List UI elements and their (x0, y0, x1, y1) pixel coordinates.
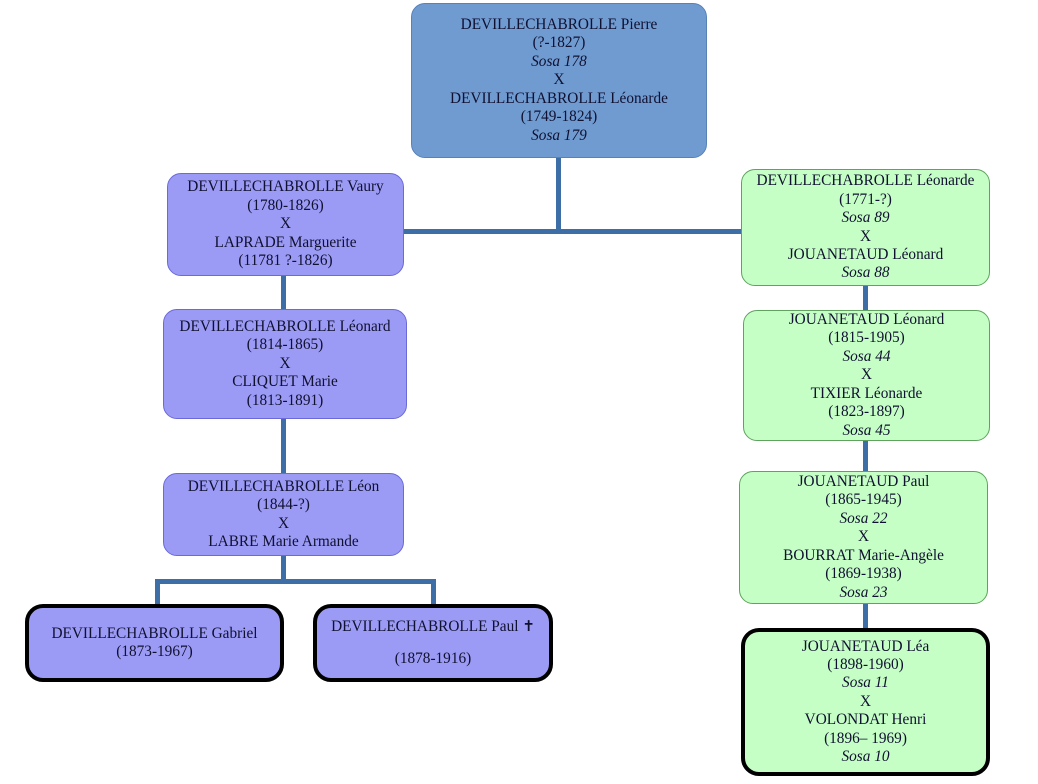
node-name: DEVILLECHABROLLE Paul (331, 617, 519, 635)
node-dates: (1898-1960) (827, 655, 904, 673)
node-name: DEVILLECHABROLLE Vaury (187, 178, 384, 196)
node-spouse-dates: (1813-1891) (246, 391, 324, 409)
connector-pierre-down (556, 157, 561, 232)
node-union-mark: X (860, 366, 873, 384)
node-jouanetaud-lea[interactable]: JOUANETAUD Léa (1898-1960) Sosa 11 X VOL… (741, 628, 990, 776)
node-jouanetaud-leonard[interactable]: JOUANETAUD Léonard (1815-1905) Sosa 44 X… (743, 310, 990, 441)
node-spouse-sosa: Sosa 179 (531, 126, 587, 144)
node-spouse-dates: (11781 ?-1826) (238, 252, 333, 270)
node-union-mark: X (277, 514, 290, 532)
node-spouse-name: DEVILLECHABROLLE Léonarde (450, 89, 668, 107)
node-spouse-sosa: Sosa 10 (841, 748, 890, 766)
node-dates: (1865-1945) (825, 491, 902, 509)
node-dates: (1780-1826) (247, 196, 324, 214)
connector-siblings-bar (155, 579, 436, 584)
node-spouse-name: LAPRADE Marguerite (214, 233, 357, 251)
node-sosa: Sosa 11 (842, 674, 889, 692)
connector-to-gabriel (155, 579, 160, 605)
node-sosa: Sosa 22 (839, 509, 888, 527)
node-jouanetaud-paul[interactable]: JOUANETAUD Paul (1865-1945) Sosa 22 X BO… (739, 471, 988, 604)
node-devillechabrolle-paul[interactable]: DEVILLECHABROLLE Paul ✝ (1878-1916) (313, 604, 553, 682)
node-spouse-dates: (1823-1897) (828, 403, 905, 421)
node-name: DEVILLECHABROLLE Léon (187, 477, 380, 495)
node-devillechabrolle-leonard[interactable]: DEVILLECHABROLLE Léonard (1814-1865) X C… (163, 309, 407, 419)
node-spouse-dates: (1896– 1969) (824, 729, 907, 747)
node-spouse-dates: (1749-1824) (520, 108, 598, 126)
death-cross-icon: ✝ (522, 618, 535, 635)
node-union-mark: X (279, 215, 292, 233)
node-devillechabrolle-vaury[interactable]: DEVILLECHABROLLE Vaury (1780-1826) X LAP… (167, 173, 404, 276)
node-sosa: Sosa 89 (841, 209, 890, 227)
connector-leonardjou-to-paul (863, 438, 868, 472)
connector-leon-down (281, 555, 286, 581)
node-union-mark: X (859, 227, 872, 245)
node-name: DEVILLECHABROLLE Léonard (179, 317, 391, 335)
node-spouse-name: JOUANETAUD Léonard (787, 245, 944, 263)
node-spouse-dates: (1869-1938) (825, 565, 902, 583)
node-spouse-name: BOURRAT Marie-Angèle (783, 546, 944, 564)
node-name: JOUANETAUD Léonard (788, 311, 945, 329)
node-dates: (1844-?) (257, 496, 310, 514)
connector-leonarde-to-leonardjou (863, 286, 868, 314)
connector-pauljou-to-lea (863, 603, 868, 630)
node-union-mark: X (553, 71, 565, 89)
node-name: DEVILLECHABROLLE Gabriel (51, 624, 258, 642)
node-dates: (1873-1967) (116, 643, 193, 660)
connector-to-paul (431, 579, 436, 605)
node-dates: (1814-1865) (246, 336, 324, 354)
connector-generation-bar (403, 229, 743, 234)
node-devillechabrolle-gabriel[interactable]: DEVILLECHABROLLE Gabriel (1873-1967) (25, 604, 284, 682)
node-sosa: Sosa 178 (531, 52, 587, 70)
node-name-with-marker: DEVILLECHABROLLE Paul ✝ (331, 618, 535, 636)
node-union-mark: X (857, 528, 870, 546)
node-dates: (1771-?) (839, 190, 892, 208)
node-devillechabrolle-leonarde[interactable]: DEVILLECHABROLLE Léonarde (1771-?) Sosa … (741, 169, 990, 286)
node-spouse-sosa: Sosa 88 (841, 264, 890, 282)
node-spouse-sosa: Sosa 45 (842, 421, 891, 439)
node-devillechabrolle-leon[interactable]: DEVILLECHABROLLE Léon (1844-?) X LABRE M… (163, 473, 404, 556)
node-spouse-name: TIXIER Léonarde (810, 384, 923, 402)
node-spouse-name: VOLONDAT Henri (804, 711, 927, 729)
connector-vaury-to-leonard (281, 275, 286, 311)
node-name: DEVILLECHABROLLE Pierre (460, 16, 658, 34)
node-sosa: Sosa 44 (842, 347, 891, 365)
node-spouse-sosa: Sosa 23 (839, 583, 888, 601)
node-devillechabrolle-pierre[interactable]: DEVILLECHABROLLE Pierre (?-1827) Sosa 17… (411, 3, 707, 158)
node-name: DEVILLECHABROLLE Léonarde (756, 172, 975, 190)
node-dates: (?-1827) (532, 34, 586, 52)
node-spouse-name: LABRE Marie Armande (208, 532, 359, 550)
node-dates: (1878-1916) (394, 650, 472, 667)
node-name: JOUANETAUD Léa (801, 637, 930, 655)
node-union-mark: X (279, 354, 291, 372)
node-union-mark: X (859, 692, 872, 710)
node-spouse-name: CLIQUET Marie (232, 373, 338, 391)
connector-leonard-to-leon (281, 418, 286, 475)
node-name: JOUANETAUD Paul (797, 473, 930, 491)
node-dates: (1815-1905) (828, 329, 905, 347)
